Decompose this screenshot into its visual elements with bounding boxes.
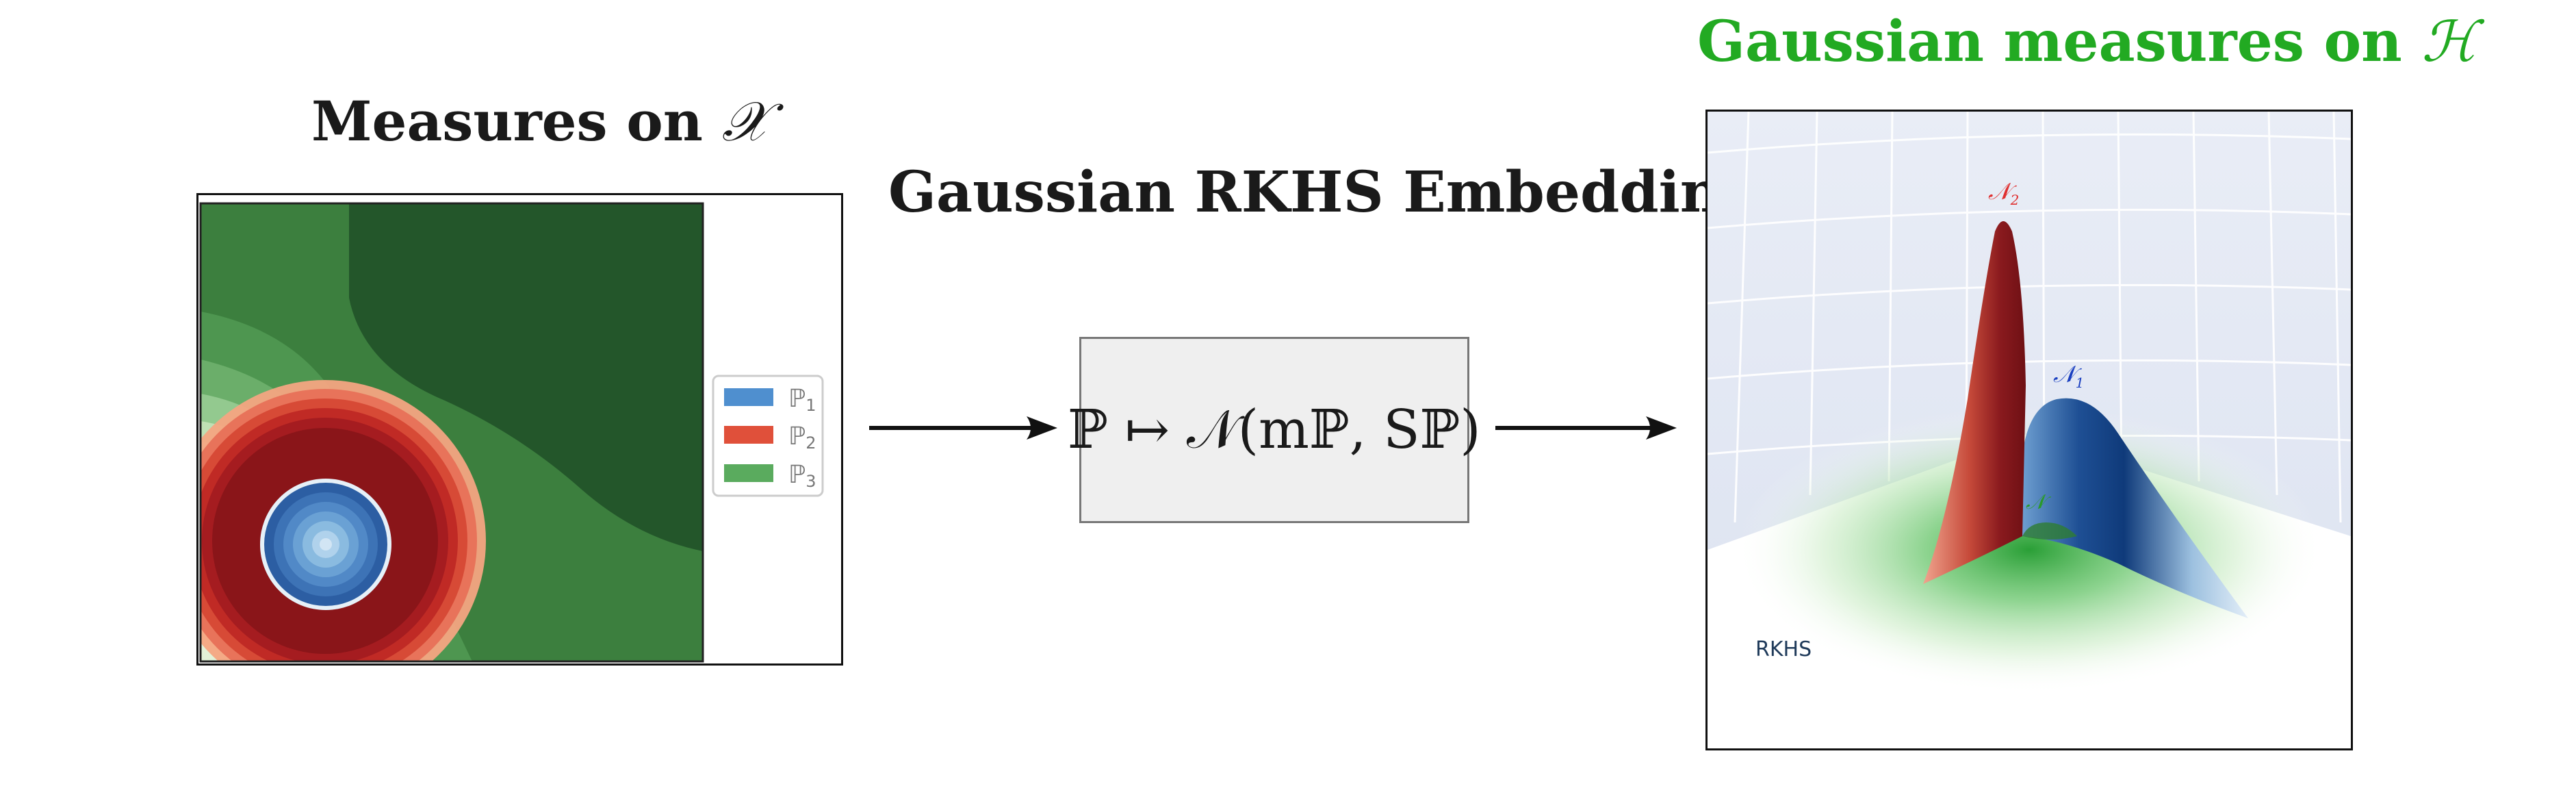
gaussian-surface-plot: 𝒩2 𝒩1 𝒩 RKHS (1708, 112, 2351, 748)
legend-label-p2: ℙ2 (788, 422, 816, 453)
legend-swatch-p2 (724, 426, 773, 444)
measures-title-text: Measures on (311, 89, 722, 153)
legend-label-p1: ℙ1 (788, 385, 816, 415)
arrow-right-icon (1495, 416, 1677, 440)
legend-swatch-p1 (724, 388, 773, 406)
embedding-formula: ℙ ↦ 𝒩(mℙ, Sℙ) (1068, 398, 1481, 461)
measures-panel: ℙ1 ℙ2 ℙ3 (196, 193, 843, 666)
contour-plot: ℙ1 ℙ2 ℙ3 (199, 202, 824, 663)
gaussian-measures-title-symbol: ℋ (2421, 10, 2477, 75)
gaussian-measures-title: Gaussian measures on ℋ (1697, 14, 2477, 71)
measures-title-symbol: 𝒳 (721, 90, 769, 153)
rkhs-plane-label: RKHS (1755, 637, 1812, 661)
measures-title: Measures on 𝒳 (311, 94, 769, 149)
legend-label-p3: ℙ3 (788, 461, 816, 491)
embedding-title: Gaussian RKHS Embedding (888, 160, 1760, 225)
legend-swatch-p3 (724, 464, 773, 482)
embedding-formula-box: ℙ ↦ 𝒩(mℙ, Sℙ) (1068, 337, 1481, 523)
gaussian-measures-title-text: Gaussian measures on (1697, 9, 2422, 75)
gaussian-surface-panel: 𝒩2 𝒩1 𝒩 RKHS (1705, 110, 2353, 750)
arrow-right-icon (869, 416, 1057, 440)
legend: ℙ1 ℙ2 ℙ3 (712, 375, 824, 497)
